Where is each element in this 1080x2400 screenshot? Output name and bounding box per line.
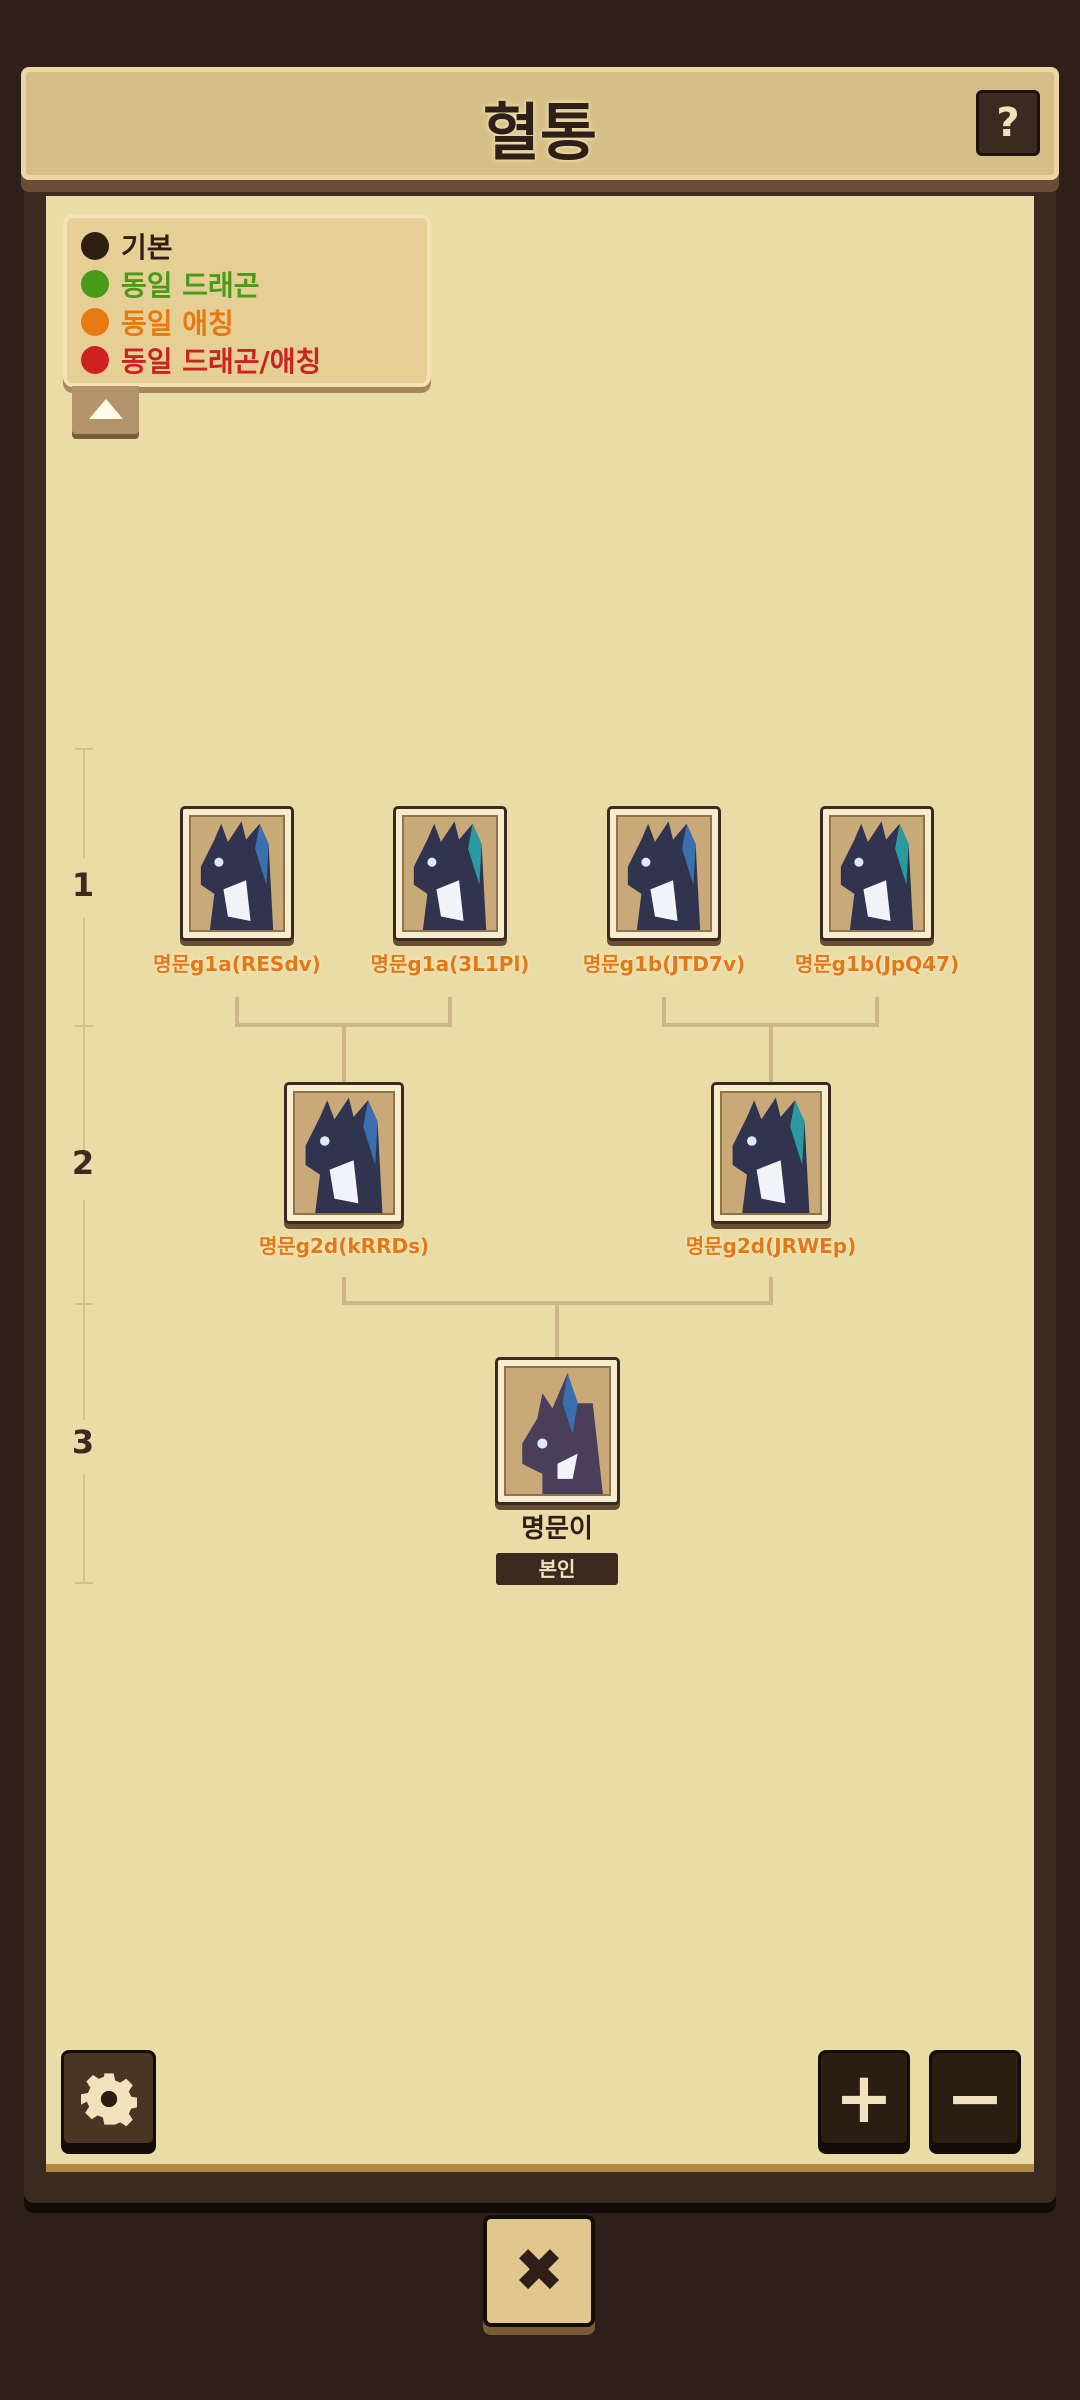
dragon-card[interactable] bbox=[711, 1082, 831, 1224]
generation-label: 2 bbox=[71, 1144, 95, 1182]
dragon-card[interactable] bbox=[393, 806, 507, 941]
dragon-card[interactable] bbox=[284, 1082, 404, 1224]
dragon-portrait-icon bbox=[200, 821, 274, 930]
help-button[interactable]: ? bbox=[976, 90, 1040, 156]
connector bbox=[342, 1025, 346, 1083]
connector bbox=[448, 997, 452, 1027]
axis-line bbox=[83, 1200, 85, 1420]
axis-line bbox=[83, 1475, 85, 1582]
dragon-portrait-icon bbox=[627, 821, 701, 930]
title-bar: 혈통 ? bbox=[21, 67, 1059, 180]
legend-item-same-nickname: 동일 애칭 bbox=[81, 302, 234, 342]
dragon-portrait-icon bbox=[840, 821, 914, 930]
gear-icon bbox=[80, 2073, 138, 2127]
page-title: 혈통 bbox=[482, 96, 598, 169]
dragon-name: 명문g1a(3L1Pl) bbox=[370, 952, 530, 976]
connector bbox=[662, 997, 666, 1027]
dot-icon bbox=[81, 308, 109, 336]
dragon-card[interactable] bbox=[607, 806, 721, 941]
axis-tick bbox=[75, 1582, 93, 1584]
legend-item-same-both: 동일 드래곤/애칭 bbox=[81, 340, 321, 380]
dragon-card[interactable] bbox=[180, 806, 294, 941]
generation-label: 3 bbox=[71, 1423, 95, 1461]
lineage-canvas[interactable] bbox=[46, 196, 1034, 2172]
legend-item-basic: 기본 bbox=[81, 226, 173, 266]
zoom-in-button[interactable]: + bbox=[818, 2050, 910, 2146]
zoom-out-button[interactable]: − bbox=[929, 2050, 1021, 2146]
legend-item-same-dragon: 동일 드래곤 bbox=[81, 264, 260, 304]
dragon-portrait-icon bbox=[732, 1097, 810, 1213]
axis-line bbox=[83, 748, 85, 858]
connector bbox=[235, 997, 239, 1027]
dot-icon bbox=[81, 232, 109, 260]
settings-button[interactable] bbox=[61, 2050, 156, 2146]
self-dragon-card[interactable] bbox=[495, 1357, 620, 1505]
dragon-name: 명문g1b(JpQ47) bbox=[794, 952, 960, 976]
dragon-portrait-icon bbox=[305, 1097, 383, 1213]
generation-label: 1 bbox=[71, 866, 95, 904]
dragon-name: 명문g1a(RESdv) bbox=[153, 952, 321, 976]
dragon-name: 명문g2d(kRRDs) bbox=[258, 1234, 430, 1258]
connector bbox=[769, 1277, 773, 1305]
connector bbox=[342, 1277, 346, 1305]
legend: 기본 동일 드래곤 동일 애칭 동일 드래곤/애칭 bbox=[63, 214, 431, 387]
axis-tick bbox=[75, 1025, 93, 1027]
axis-tick bbox=[75, 1303, 93, 1305]
dragon-name: 명문g1b(JTD7v) bbox=[582, 952, 746, 976]
dot-icon bbox=[81, 270, 109, 298]
chevron-up-icon bbox=[89, 399, 123, 419]
axis-tick bbox=[75, 748, 93, 750]
dot-icon bbox=[81, 346, 109, 374]
dragon-name: 명문g2d(JRWEp) bbox=[685, 1234, 857, 1258]
axis-line bbox=[83, 918, 85, 1168]
self-badge: 본인 bbox=[496, 1553, 618, 1585]
dragon-portrait-icon bbox=[522, 1373, 603, 1494]
dragon-card[interactable] bbox=[820, 806, 934, 941]
close-button[interactable]: ✖ bbox=[483, 2215, 595, 2327]
connector bbox=[875, 997, 879, 1027]
legend-collapse-button[interactable] bbox=[72, 386, 139, 434]
connector bbox=[555, 1303, 559, 1358]
self-name: 명문이 bbox=[521, 1514, 593, 1544]
dragon-portrait-icon bbox=[413, 821, 487, 930]
connector bbox=[769, 1025, 773, 1083]
